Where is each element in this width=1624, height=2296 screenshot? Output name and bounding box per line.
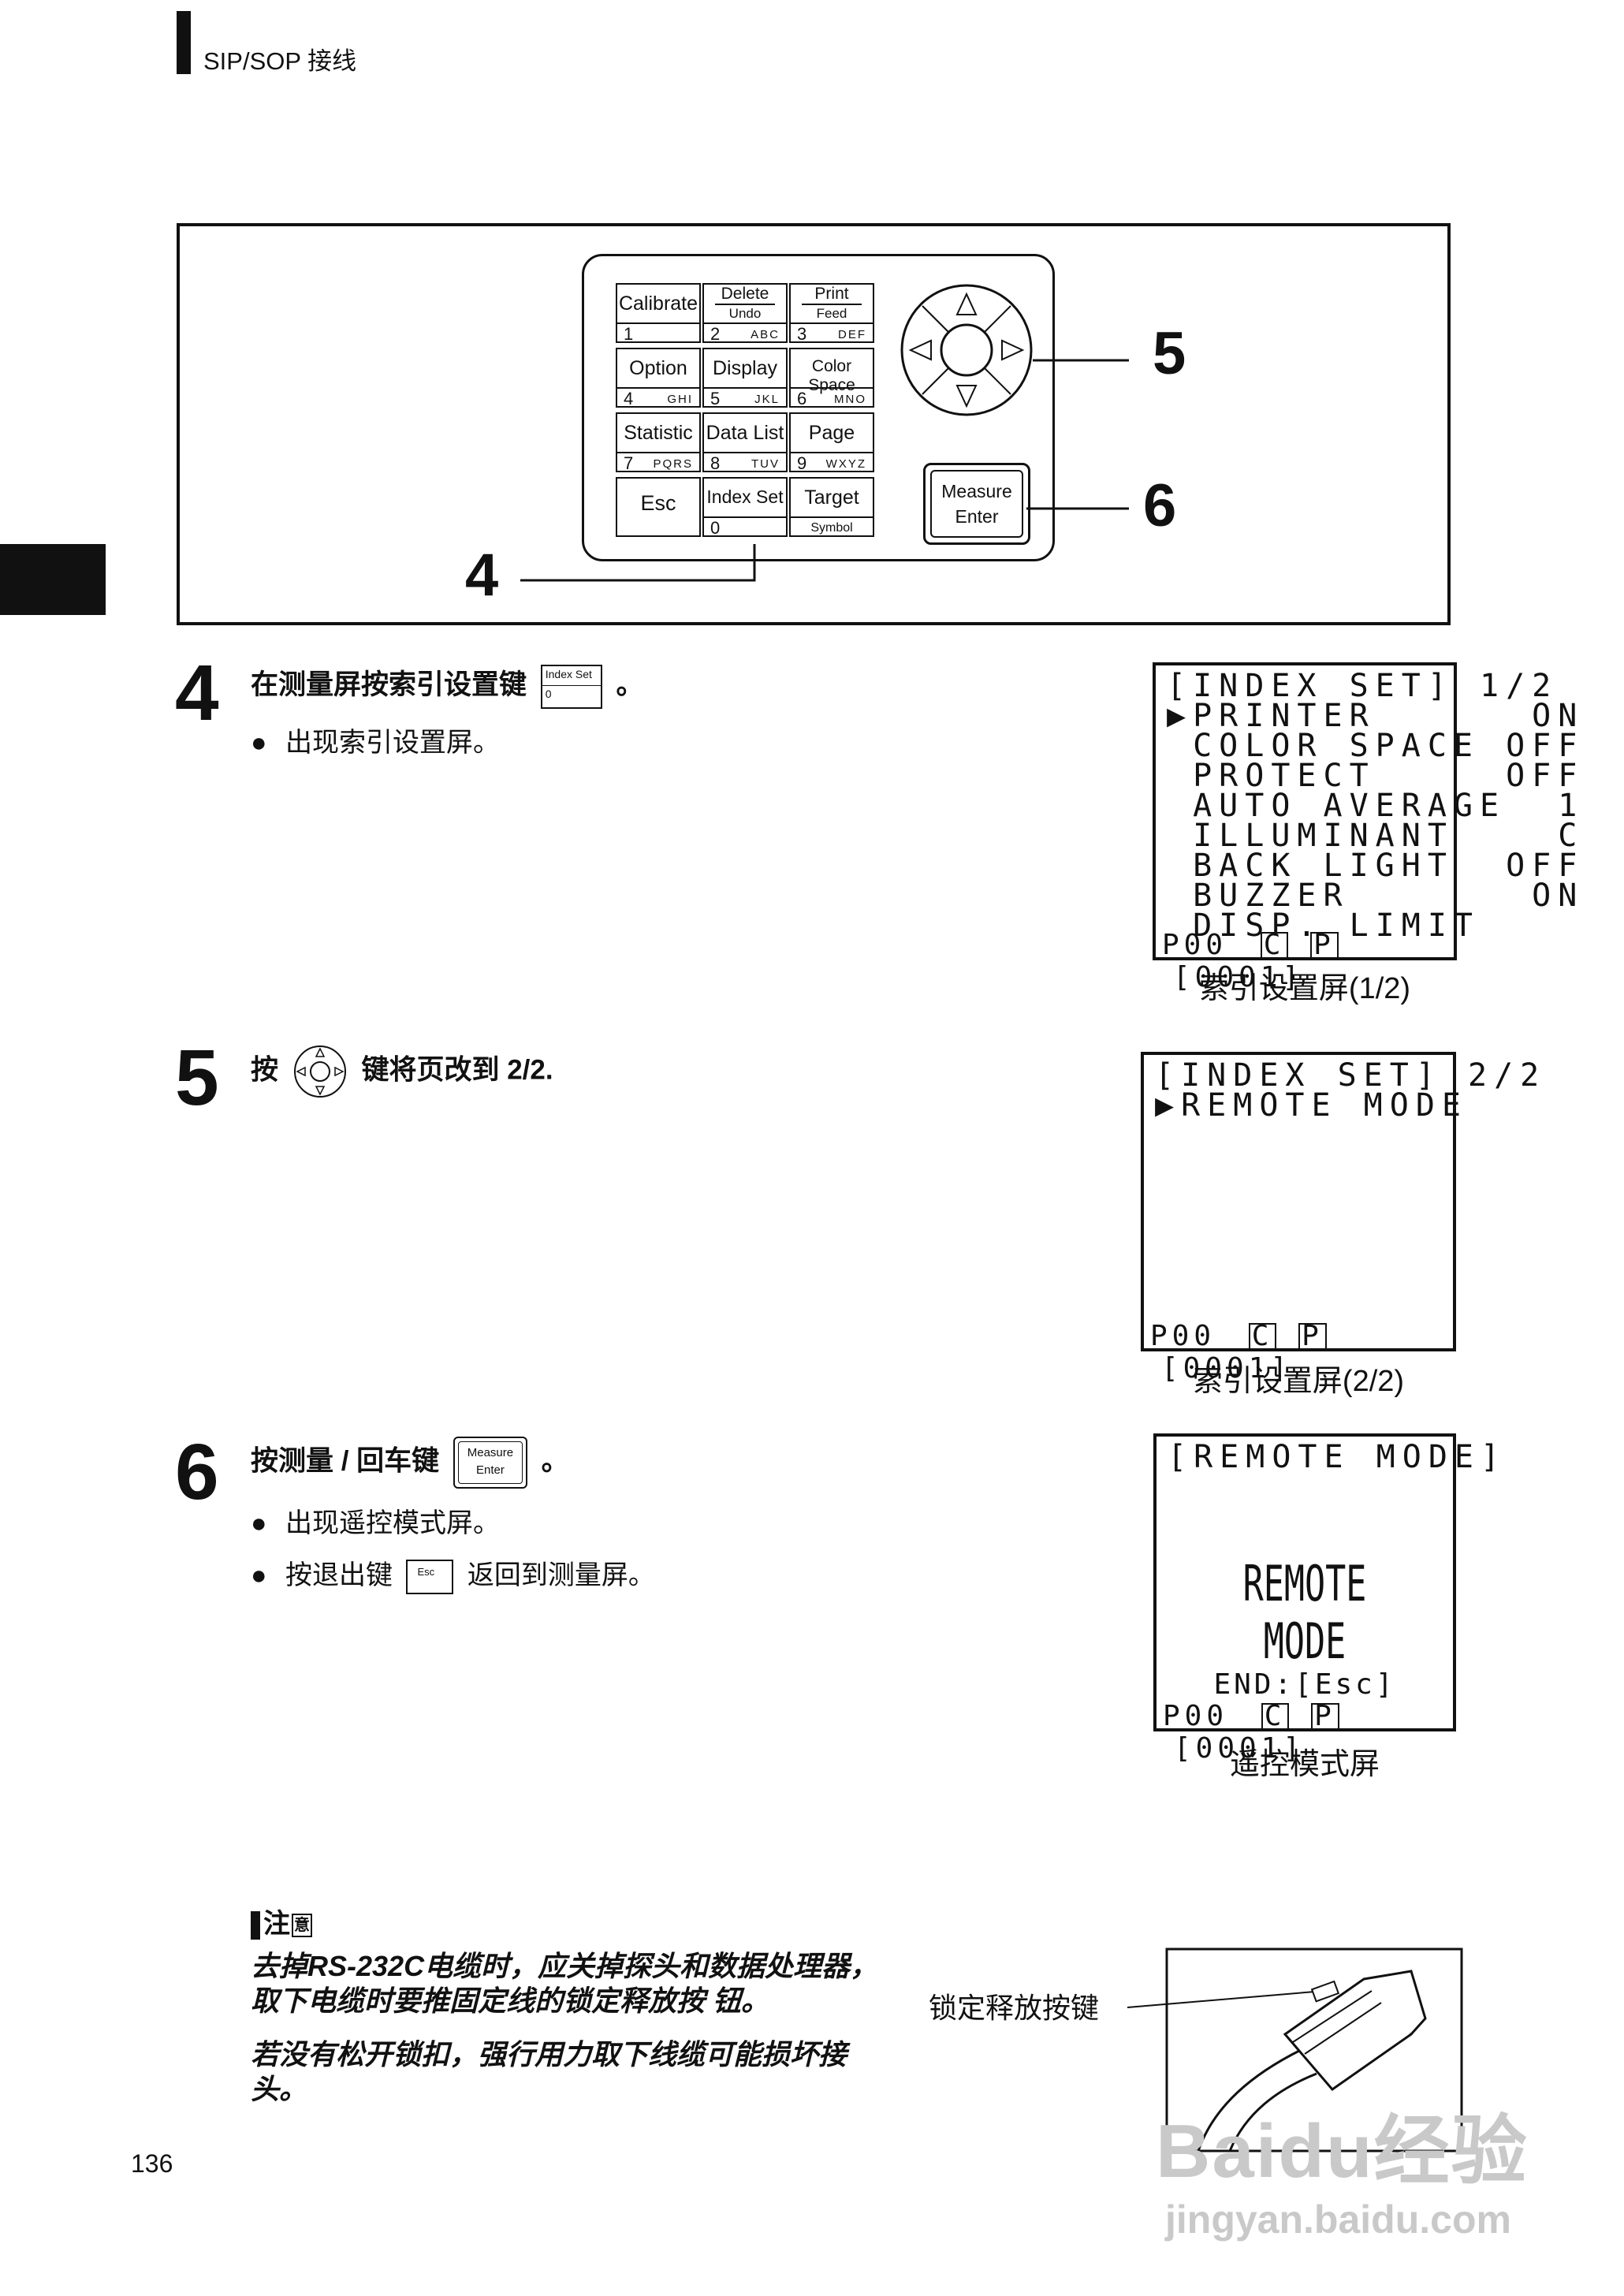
step-4-number: 4 [175, 649, 219, 737]
page-header-title: SIP/SOP 接线 [203, 47, 357, 75]
keypad-diagram [177, 223, 1451, 625]
measure-enter-key-icon: Measure Enter [453, 1437, 527, 1489]
direction-pad-icon [293, 1046, 346, 1098]
arrow-up-icon[interactable] [955, 292, 978, 315]
data-list-key[interactable]: Data List 8 TUV [702, 412, 788, 473]
arrow-down-icon[interactable] [955, 385, 978, 408]
statistic-key[interactable]: Statistic 7 PQRS [616, 412, 701, 473]
step-5-number: 5 [175, 1034, 219, 1122]
arrow-right-icon[interactable] [1001, 339, 1025, 361]
measure-enter-key[interactable]: Measure Enter [923, 463, 1030, 545]
callout-6: 6 [1143, 472, 1177, 539]
note-paragraph-2: 若没有松开锁扣，强行用力取下线缆可能损坏接头。 [251, 2038, 847, 2105]
esc-key-icon: Esc [406, 1560, 454, 1595]
step-6-bullet-2: ●按退出键 Esc 返回到测量屏。 [251, 1553, 655, 1595]
status-bar: P00 C P [0001] [1163, 1700, 1453, 1765]
calibrate-key[interactable]: Calibrate 1 [616, 283, 701, 344]
screen-1-caption: 索引设置屏(1/2) [1198, 972, 1411, 1005]
note-title: 注意 [251, 1902, 312, 1940]
keypad-panel: Calibrate 1 Delete Undo 2 ABC Print Feed… [582, 254, 1055, 561]
lock-release-label: 锁定释放按键 [929, 1992, 1100, 2024]
page-key[interactable]: Page 9 WXYZ [789, 412, 874, 473]
step-6-text: 按测量 / 回车键 Measure Enter 。 [251, 1437, 569, 1489]
display-key[interactable]: Display 5 JKL [702, 348, 788, 408]
step-6-bullet-1: ●出现遥控模式屏。 [251, 1508, 500, 1538]
target-key[interactable]: Target Symbol [789, 477, 874, 537]
side-tab-marker [0, 544, 106, 615]
delete-key[interactable]: Delete Undo 2 ABC [702, 283, 788, 344]
arrow-left-icon[interactable] [908, 339, 932, 361]
index-set-key-icon: Index Set 0 [540, 664, 602, 709]
step-6-number: 6 [175, 1428, 219, 1516]
esc-key[interactable]: Esc [616, 477, 701, 537]
direction-pad[interactable] [900, 283, 1034, 417]
header-bar [177, 11, 191, 74]
remote-mode-screen: [REMOTE MODE] REMOTE MODE END:[Esc] P00 … [1153, 1433, 1499, 1765]
color-space-key[interactable]: Color Space 6 MNO [789, 348, 874, 408]
callout-lines [520, 359, 1129, 582]
baidu-watermark-url: jingyan.baidu.com [1165, 2197, 1511, 2242]
screen-2-caption: 索引设置屏(2/2) [1192, 1365, 1405, 1398]
option-key[interactable]: Option 4 GHI [616, 348, 701, 408]
connector-illustration [1127, 1948, 1463, 2152]
index-set-screen-2: [INDEX SET] 2/2 ▶REMOTE MODE P00 C P [00… [1141, 1052, 1539, 1385]
step-4-bullet: ●出现索引设置屏。 [251, 728, 500, 758]
index-set-key[interactable]: Index Set 0 [702, 477, 788, 538]
step-4-text: 在测量屏按索引设置键 Index Set 0 。 [251, 662, 644, 709]
note-paragraph-1: 去掉RS-232C电缆时，应关掉探头和数据处理器，取下电缆时要推固定线的锁定释放… [251, 1950, 879, 2017]
callout-4: 4 [465, 542, 499, 609]
baidu-watermark-logo: Baidu经验 [1156, 2109, 1529, 2194]
step-5-text: 按 键将页改到 2/2. [251, 1044, 553, 1099]
screen-3-caption: 遥控模式屏 [1229, 1748, 1380, 1781]
callout-5: 5 [1153, 320, 1186, 387]
status-bar: P00 C P [0001] [1150, 1320, 1453, 1385]
print-key[interactable]: Print Feed 3 DEF [789, 283, 874, 344]
index-set-screen-1: [INDEX SET] 1/2 ▶PRINTER ON COLOR SPACE … [1153, 662, 1577, 993]
status-bar: P00 C P [0001] [1162, 929, 1454, 993]
page-number: 136 [131, 2149, 173, 2178]
